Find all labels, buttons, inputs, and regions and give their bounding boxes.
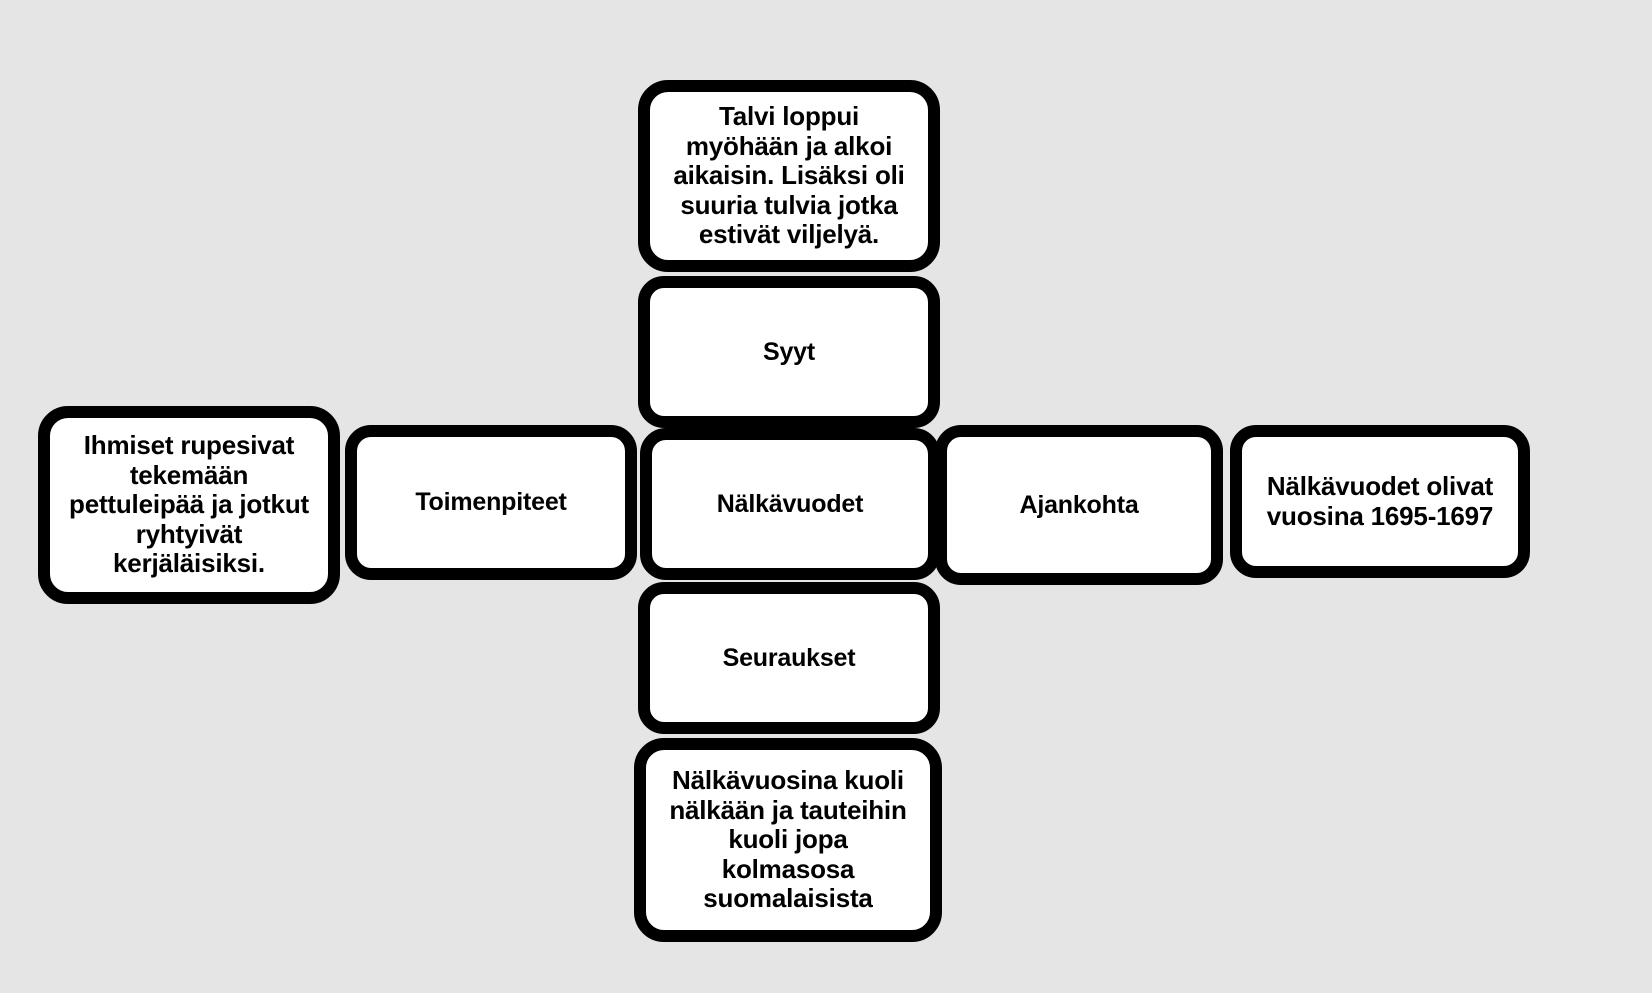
node-ajankohta-detail-label: Nälkävuodet olivat vuosina 1695-1697 — [1266, 470, 1494, 531]
node-nalkavuodet-center[interactable]: Nälkävuodet — [640, 428, 940, 580]
node-toimenpiteet-detail-label: Ihmiset rupesivat tekemään pettuleipää j… — [69, 429, 309, 579]
node-nalkavuodet-center-label: Nälkävuodet — [716, 489, 864, 518]
node-seuraukset-label: Seuraukset — [722, 643, 856, 672]
node-ajankohta-label: Ajankohta — [1019, 490, 1139, 519]
node-syyt[interactable]: Syyt — [638, 276, 940, 428]
node-toimenpiteet-detail[interactable]: Ihmiset rupesivat tekemään pettuleipää j… — [38, 406, 340, 604]
node-syyt-detail[interactable]: Talvi loppui myöhään ja alkoi aikaisin. … — [638, 80, 940, 272]
node-ajankohta[interactable]: Ajankohta — [935, 425, 1223, 585]
node-seuraukset[interactable]: Seuraukset — [638, 582, 940, 734]
node-toimenpiteet-label: Toimenpiteet — [415, 488, 567, 517]
node-syyt-label: Syyt — [762, 337, 815, 366]
node-syyt-detail-label: Talvi loppui myöhään ja alkoi aikaisin. … — [673, 100, 905, 250]
node-seuraukset-detail[interactable]: Nälkävuosina kuoli nälkään ja tauteihin … — [634, 738, 942, 942]
node-toimenpiteet[interactable]: Toimenpiteet — [345, 425, 637, 580]
node-seuraukset-detail-label: Nälkävuosina kuoli nälkään ja tauteihin … — [669, 764, 907, 914]
node-ajankohta-detail[interactable]: Nälkävuodet olivat vuosina 1695-1697 — [1230, 425, 1530, 578]
